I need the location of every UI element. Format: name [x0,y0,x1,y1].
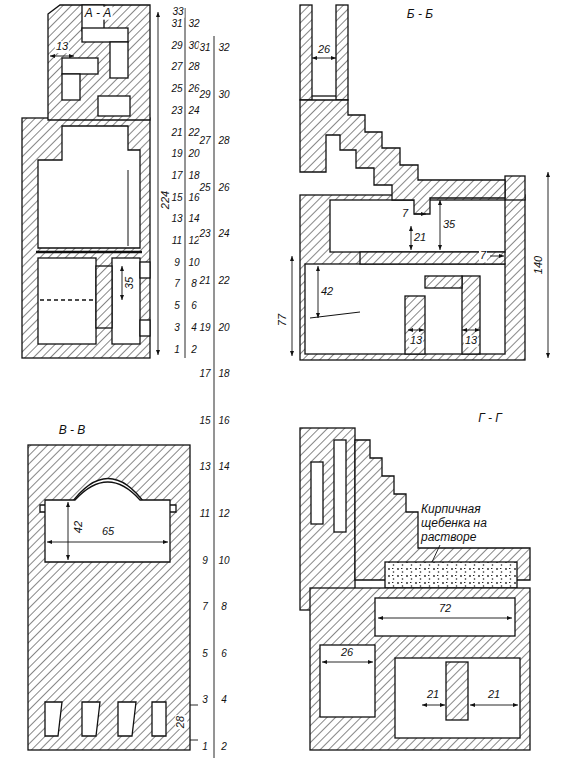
dimension-label: 65 [101,526,115,538]
section-v [28,445,190,750]
row-number: 4 [220,695,228,706]
row-number: 14 [217,462,230,473]
row-number: 2 [220,742,228,753]
row-number: 6 [220,649,228,660]
row-number: 4 [190,323,198,334]
dimension-label: 7 [401,208,409,220]
dimension-label: 26 [340,647,354,659]
row-number: 31 [198,43,211,54]
row-number: 3 [201,695,209,706]
dimension-label: 21 [487,689,501,701]
section-title: В - В [58,424,87,437]
row-number: 32 [187,19,200,30]
section-g-dimensions [322,618,518,705]
dimension-label: 13 [409,335,423,347]
row-number: 31 [170,19,183,30]
row-number: 23 [198,229,211,240]
dimension-label: 7 [479,250,487,262]
dimension-label: 140 [533,255,545,275]
row-number: 33 [171,7,184,18]
row-number: 27 [170,62,183,73]
section-title: А - А [84,7,113,20]
row-number: 7 [173,279,181,290]
row-number: 32 [217,43,230,54]
dimension-label: 26 [317,44,331,56]
row-number: 20 [187,149,200,160]
row-number: 19 [198,322,211,333]
dimension-label: 21 [413,232,427,244]
row-number: 10 [187,257,200,268]
row-number: 18 [187,171,200,182]
row-number: 10 [217,555,230,566]
row-number: 17 [170,171,183,182]
row-number: 25 [170,84,183,95]
row-number: 6 [190,301,198,312]
dimension-label: 72 [438,603,452,615]
row-number: 5 [173,301,181,312]
row-number: 12 [217,509,230,520]
row-number: 14 [187,214,200,225]
dimension-label: 35 [442,219,456,231]
row-number: 2 [190,344,198,355]
row-number: 7 [201,602,209,613]
row-number: 11 [171,236,183,247]
section-title: Г - Г [477,412,503,425]
row-number: 29 [170,40,183,51]
row-number: 23 [170,106,183,117]
dimension-label: 21 [426,689,440,701]
row-number: 28 [217,136,230,147]
row-number: 19 [170,149,183,160]
row-number: 30 [217,89,230,100]
row-number: 28 [187,62,200,73]
section-a [22,5,150,358]
row-number: 20 [217,322,230,333]
section-g [300,428,530,750]
row-number: 13 [198,462,211,473]
dimension-label: 42 [73,520,85,534]
row-number: 18 [217,369,230,380]
row-number: 9 [173,257,181,268]
row-number: 9 [201,555,209,566]
row-number: 22 [217,276,230,287]
dimension-label: 77 [277,313,289,327]
row-number: 25 [198,183,211,194]
row-number: 24 [217,229,230,240]
section-v-dimensions [47,36,214,758]
row-number: 24 [187,106,200,117]
dimension-label: 13 [55,41,69,53]
note-text: Кирпичная щебенка на растворе [420,503,534,544]
row-number: 21 [170,127,183,138]
row-number: 16 [187,192,200,203]
section-a-dimensions [50,8,185,358]
row-number: 16 [217,416,230,427]
section-b [300,5,525,360]
section-title: Б - Б [406,8,434,21]
row-number: 8 [190,279,198,290]
row-number: 8 [220,602,228,613]
row-number: 27 [198,136,211,147]
row-number: 29 [198,89,211,100]
row-number: 15 [198,416,211,427]
row-number: 26 [217,183,230,194]
row-number: 21 [198,276,211,287]
dimension-label: 35 [124,276,136,290]
row-number: 1 [173,344,181,355]
row-number: 17 [198,369,211,380]
row-number: 5 [201,649,209,660]
dimension-label: 42 [320,286,334,298]
section-b-dimensions [292,58,548,358]
row-number: 13 [170,214,183,225]
row-number: 15 [170,192,183,203]
row-number: 11 [199,509,211,520]
row-number: 1 [201,742,209,753]
dimension-label: 28 [175,715,187,729]
row-number: 3 [173,323,181,334]
dimension-label: 13 [464,335,478,347]
